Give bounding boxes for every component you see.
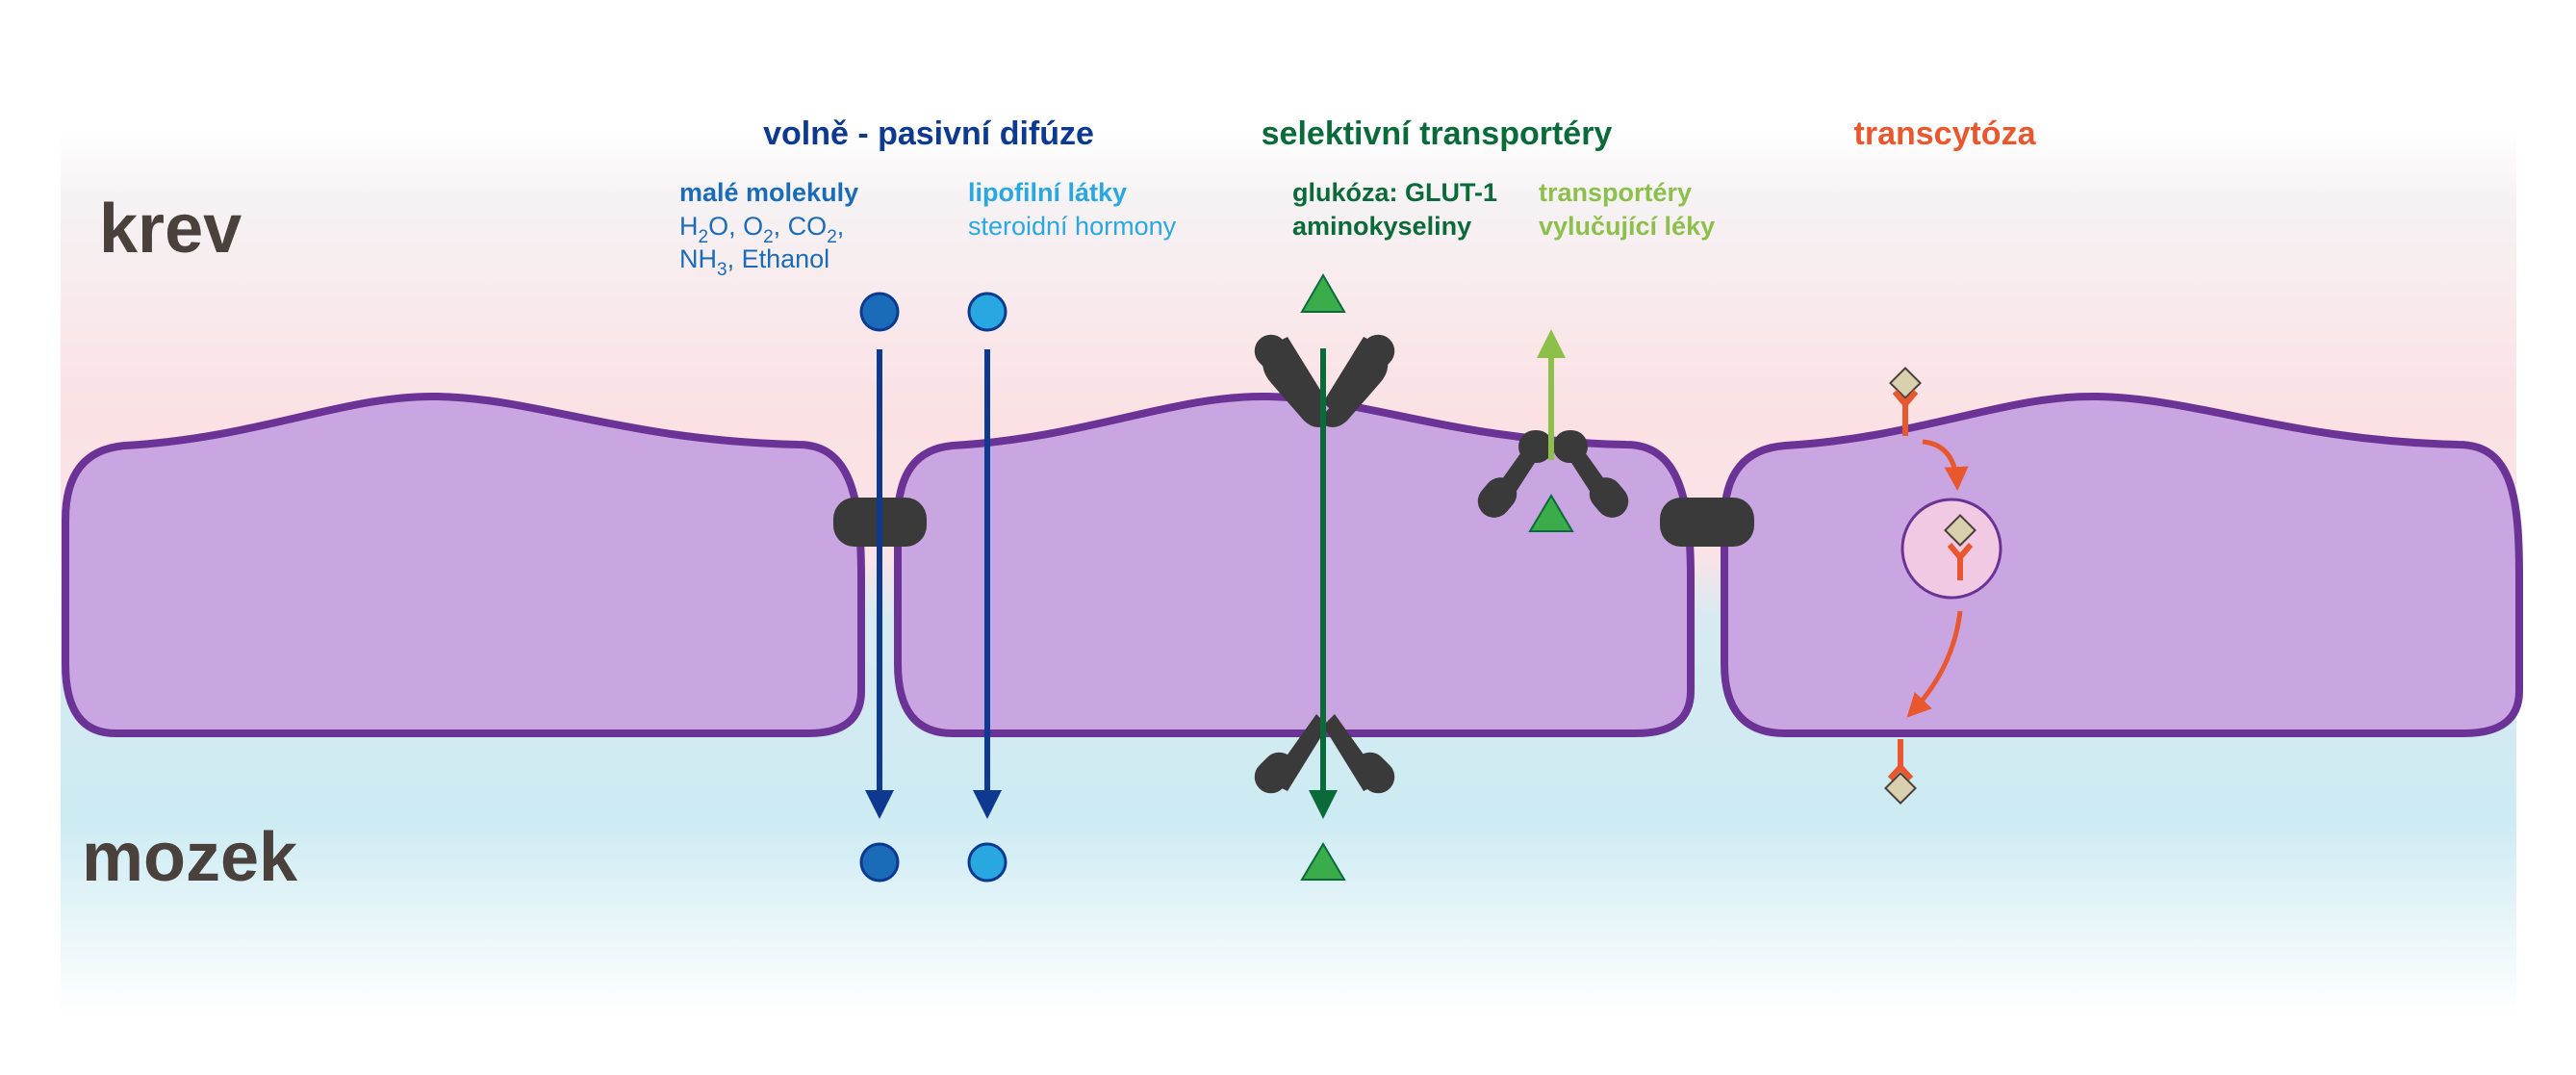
small-molecules-formula-line2: NH3, Ethanol	[679, 244, 829, 280]
vesicle-receptor	[1947, 543, 1974, 580]
transcytosis-arrow-out	[1906, 610, 1963, 718]
selective-transporters-heading: selektivní transportéry	[1262, 115, 1613, 152]
transcytosis-arrow-in	[1922, 439, 1969, 491]
ligand-receptor-blood	[1889, 367, 1922, 436]
lipophilic-molecule-brain	[967, 842, 1007, 883]
ligand-receptor-brain	[1884, 739, 1917, 805]
brain-label: mozek	[82, 819, 298, 896]
vesicle-ligand	[1944, 514, 1977, 547]
endothelial-cell-left	[62, 392, 865, 737]
tight-junction-right	[1660, 498, 1754, 547]
glucose-triangle-brain	[1300, 842, 1346, 881]
glut1-transporter-bottom	[1254, 714, 1395, 794]
small-molecule-brain	[859, 842, 900, 883]
glucose-label: glukóza: GLUT-1	[1292, 178, 1497, 207]
lipophilic-molecule-blood	[967, 292, 1007, 332]
small-molecules-formula-line1: H2O, O2, CO2,	[679, 212, 844, 247]
amino-acids-label: aminokyseliny	[1292, 212, 1471, 241]
lipophilic-title: lipofilní látky	[968, 178, 1127, 207]
endothelial-cell-right	[1721, 392, 2523, 737]
glucose-triangle-blood	[1300, 273, 1346, 313]
transcytosis-heading: transcytóza	[1854, 115, 2037, 152]
efflux-transporters-label-line2: vylučující léky	[1539, 212, 1715, 241]
efflux-transporters-label-line1: transportéry	[1539, 178, 1692, 207]
lipophilic-subtitle: steroidní hormony	[968, 212, 1177, 241]
glut1-transporter-top	[1254, 334, 1395, 427]
drug-triangle	[1528, 494, 1574, 532]
passive-diffusion-heading: volně - pasivní difúze	[763, 115, 1094, 152]
small-molecule-blood	[859, 292, 900, 332]
small-molecules-title: malé molekuly	[679, 178, 858, 207]
efflux-transporter	[1477, 430, 1629, 518]
blood-label: krev	[99, 191, 242, 268]
